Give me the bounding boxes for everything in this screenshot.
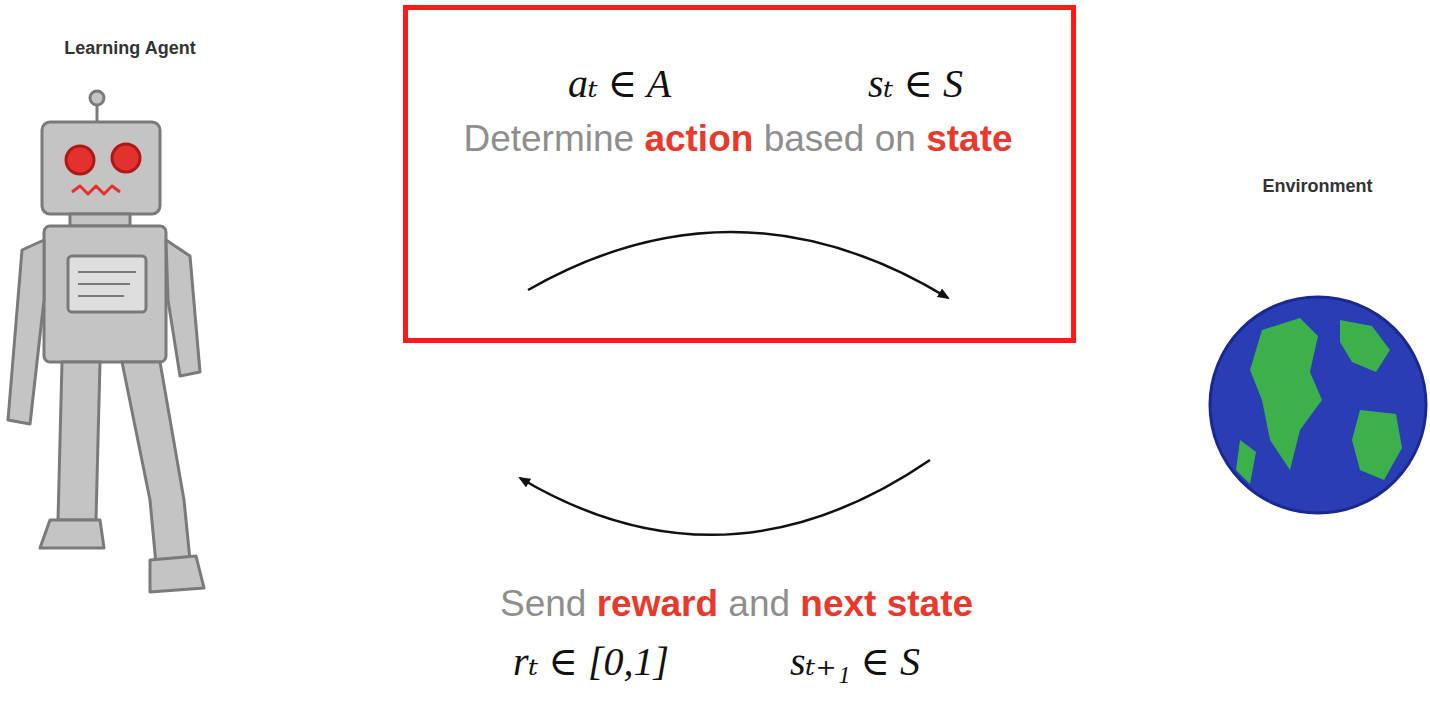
entity-region: Environment [1210,172,1430,612]
text-word: state [926,118,1012,159]
robot-illustration [8,91,204,592]
highlight-box: aₜ ∈ A sₜ ∈ S Determine action based on st… [403,5,1076,343]
entity-name: Environment [1210,176,1425,197]
text-word: reward [597,583,718,624]
globe-illustration [1210,297,1426,513]
text-word: next [800,583,876,624]
text-word: Send [500,583,586,624]
action-caption: Determine action based on state [408,118,1068,160]
entity-name: Learning Agent [30,38,230,59]
text-word: and [728,583,790,624]
text-word: on [875,118,916,159]
math-symbol: sₜ₊₁ ∈ S [790,638,920,685]
flow-arrow [520,460,930,535]
flow-label: Send reward and next state [500,583,960,625]
math-symbol: sₜ ∈ S [868,60,963,107]
text-word: action [644,118,753,159]
math-symbol: aₜ ∈ A [568,60,671,107]
entity-region: Learning Agent [30,30,238,610]
text-word: based [764,118,865,159]
math-symbol: rₜ ∈ [0,1] [513,638,669,685]
flow-arrow [528,232,948,298]
text-word: state [887,583,973,624]
text-word: Determine [463,118,634,159]
